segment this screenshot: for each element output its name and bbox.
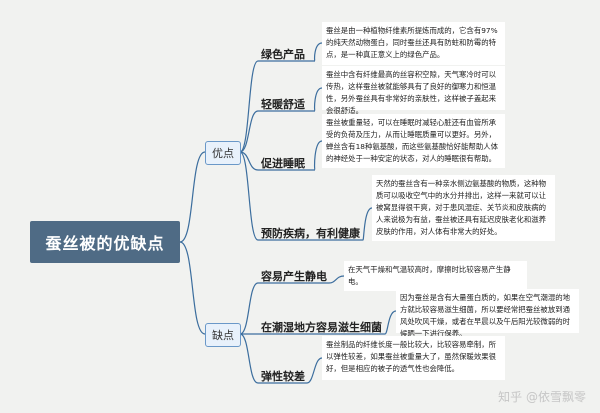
desc-light-warm: 蚕丝中含有纤维最高的丝容积空隙，天气寒冷时可以传热，这样蚕丝被就能够具有了良好的… xyxy=(322,66,505,115)
category-disadvantages: 缺点 xyxy=(205,323,241,347)
connector-adv-2 xyxy=(239,151,259,171)
connector-adv-desc-3 xyxy=(362,207,373,241)
connector-root-disadvantages xyxy=(179,241,206,335)
connector-adv-desc-0 xyxy=(313,42,323,62)
connector-adv-1 xyxy=(239,110,259,153)
connector-adv-0 xyxy=(239,60,259,153)
connector-adv-3 xyxy=(239,151,259,241)
topic-bacteria: 在潮湿地方容易滋生细菌 xyxy=(261,321,382,334)
watermark: 知乎 @依雪飘零 xyxy=(498,390,586,404)
topic-static: 容易产生静电 xyxy=(261,270,327,283)
topic-sleep: 促进睡眠 xyxy=(261,157,305,170)
desc-disease-prevention: 天然的蚕丝含有一种亲水侧边氨基酸的物质，这种物质可以吸收空气中的水分并排出，这样… xyxy=(372,175,555,241)
connector-root-advantages xyxy=(179,151,206,243)
desc-elasticity: 蚕丝制品的纤维长度一般比较大，比较容易牵制，所以弹性较差，如果蚕丝被重量大了，虽… xyxy=(322,336,505,380)
connector-dis-2 xyxy=(239,333,259,384)
category-advantages: 优点 xyxy=(205,141,241,165)
topic-elasticity: 弹性较差 xyxy=(261,370,305,383)
topic-light-warm: 轻暖舒适 xyxy=(261,98,305,111)
connector-adv-desc-1 xyxy=(313,87,323,112)
desc-green-product: 蚕丝是由一种植物纤维素所提炼而成的，它含有97%的纯天然动物蛋白，同时蚕丝还具有… xyxy=(322,22,505,65)
connector-dis-0 xyxy=(239,282,259,335)
desc-static: 在天气干燥和气温较高时，摩擦时比较容易产生静电。 xyxy=(344,261,527,291)
connector-dis-desc-1 xyxy=(384,310,397,335)
connector-adv-desc-2 xyxy=(313,140,323,171)
desc-bacteria: 因为蚕丝是含有大量蛋白质的，如果在空气潮湿的地方就比较容易滋生细菌，所以要经常把… xyxy=(396,289,579,338)
desc-sleep: 蚕丝被重量轻，可以在睡眠时减轻心脏还有血管所承受的负荷及压力，从而让睡眠质量可以… xyxy=(322,114,505,168)
connector-dis-desc-2 xyxy=(306,357,323,384)
root-node-title: 蚕丝被的优缺点 xyxy=(30,221,180,263)
connector-dis-desc-0 xyxy=(328,275,345,284)
topic-disease-prevention: 预防疾病，有利健康 xyxy=(261,227,360,240)
topic-green-product: 绿色产品 xyxy=(261,48,305,61)
